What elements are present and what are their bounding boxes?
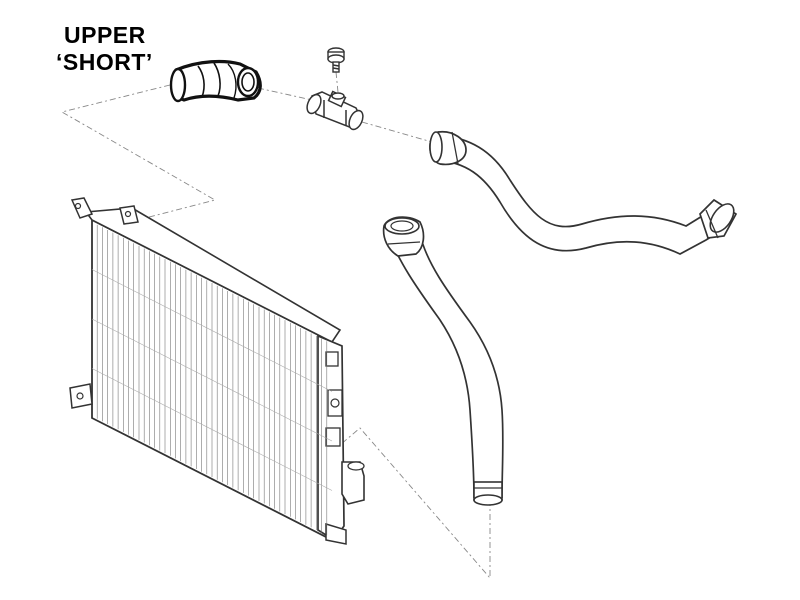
callout-line-upper: UPPER <box>64 22 146 48</box>
leader-screw-to-housing <box>335 71 339 93</box>
lower-hose <box>382 216 504 506</box>
leader-short-hose-to-thermostat <box>257 87 313 101</box>
radiator-band <box>91 269 333 392</box>
upper-short-callout: UPPER ‘SHORT’ <box>56 22 153 76</box>
leader-short-hose-to-radiator <box>60 84 217 223</box>
leader-lower-hose-to-radiator <box>339 427 491 580</box>
leader-housing-to-long-hose <box>361 121 433 143</box>
leader-lines <box>60 71 491 580</box>
callout-line-short: ‘SHORT’ <box>56 49 153 75</box>
upper-short-hose <box>169 59 262 103</box>
thermostat-housing <box>306 90 364 131</box>
bleed-screw <box>327 47 345 73</box>
radiator-band <box>91 368 333 491</box>
upper-long-hose <box>429 130 738 255</box>
radiator-fins <box>91 224 333 536</box>
radiator-band <box>91 318 333 442</box>
